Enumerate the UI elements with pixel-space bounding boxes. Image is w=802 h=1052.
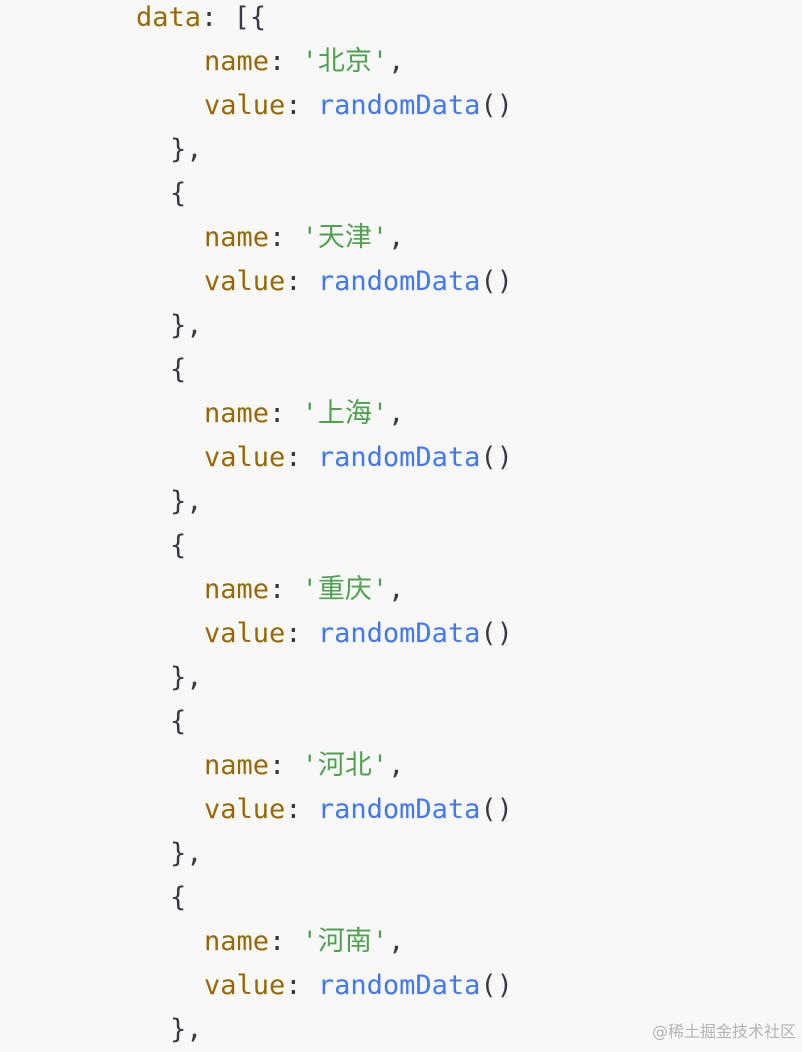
name-value-string: '北京' [301, 46, 389, 77]
call-parens: () [480, 618, 513, 649]
code-line-close-brace: }, [170, 128, 203, 172]
code-line-name: name: '上海', [204, 392, 404, 436]
name-value-string: '河北' [301, 750, 389, 781]
comma: , [388, 46, 405, 77]
colon: : [285, 442, 302, 473]
code-line-value: value: randomData() [204, 788, 513, 832]
code-line-open-brace: { [170, 876, 186, 920]
code-line-close-brace: }, [170, 656, 203, 700]
open-brace: { [170, 882, 187, 913]
code-line-name: name: '天津', [204, 216, 404, 260]
function-call: randomData [317, 618, 481, 649]
code-line-open-brace: { [170, 172, 186, 216]
colon: : [269, 750, 286, 781]
close-brace: }, [170, 838, 203, 869]
value-key: value [204, 266, 286, 297]
colon: : [269, 926, 286, 957]
call-parens: () [480, 442, 513, 473]
comma: , [388, 222, 405, 253]
site-watermark: @稀土掘金技术社区 [651, 1022, 796, 1041]
name-key: name [204, 750, 270, 781]
code-line-value: value: randomData() [204, 260, 513, 304]
colon: : [285, 90, 302, 121]
open-brace: { [170, 530, 187, 561]
call-parens: () [480, 266, 513, 297]
open-brace: { [170, 354, 187, 385]
comma: , [388, 750, 405, 781]
value-key: value [204, 90, 286, 121]
call-parens: () [480, 970, 513, 1001]
close-brace: }, [170, 662, 203, 693]
comma: , [388, 398, 405, 429]
name-value-string: '河南' [301, 926, 389, 957]
close-brace: }, [170, 134, 203, 165]
code-line-value: value: randomData() [204, 436, 513, 480]
code-line-value: value: randomData() [204, 964, 513, 1008]
code-line-name: name: '重庆', [204, 568, 404, 612]
name-key: name [204, 574, 270, 605]
data-key: data [136, 2, 202, 33]
name-value-string: '天津' [301, 222, 389, 253]
close-brace: }, [170, 310, 203, 341]
code-line-value: value: randomData() [204, 612, 513, 656]
comma: , [388, 574, 405, 605]
value-key: value [204, 970, 286, 1001]
function-call: randomData [317, 794, 481, 825]
function-call: randomData [317, 442, 481, 473]
function-call: randomData [317, 970, 481, 1001]
call-parens: () [480, 794, 513, 825]
comma: , [388, 926, 405, 957]
name-key: name [204, 46, 270, 77]
code-line-open-brace: { [170, 700, 186, 744]
name-key: name [204, 926, 270, 957]
code-line-name: name: '北京', [204, 40, 404, 84]
colon: : [201, 2, 218, 33]
open-brace: { [170, 706, 187, 737]
call-parens: () [480, 90, 513, 121]
colon: : [285, 794, 302, 825]
name-value-string: '上海' [301, 398, 389, 429]
colon: : [285, 618, 302, 649]
close-brace: }, [170, 486, 203, 517]
function-call: randomData [317, 266, 481, 297]
code-line-close-brace: }, [170, 1008, 203, 1052]
code-line-close-brace: }, [170, 832, 203, 876]
colon: : [285, 266, 302, 297]
array-open-bracket: [{ [233, 2, 267, 33]
code-line-name: name: '河南', [204, 920, 404, 964]
code-line-open-brace: { [170, 524, 186, 568]
colon: : [285, 970, 302, 1001]
value-key: value [204, 442, 286, 473]
code-line-value: value: randomData() [204, 84, 513, 128]
colon: : [269, 574, 286, 605]
code-line-open-brace: { [170, 348, 186, 392]
code-line-name: name: '河北', [204, 744, 404, 788]
code-line-close-brace: }, [170, 304, 203, 348]
code-line-data-open: data: [{ [136, 0, 266, 40]
name-key: name [204, 222, 270, 253]
open-brace: { [170, 178, 187, 209]
value-key: value [204, 618, 286, 649]
code-line-close-brace: }, [170, 480, 203, 524]
name-key: name [204, 398, 270, 429]
colon: : [269, 222, 286, 253]
close-brace: }, [170, 1014, 203, 1045]
colon: : [269, 46, 286, 77]
colon: : [269, 398, 286, 429]
value-key: value [204, 794, 286, 825]
name-value-string: '重庆' [301, 574, 389, 605]
function-call: randomData [317, 90, 481, 121]
